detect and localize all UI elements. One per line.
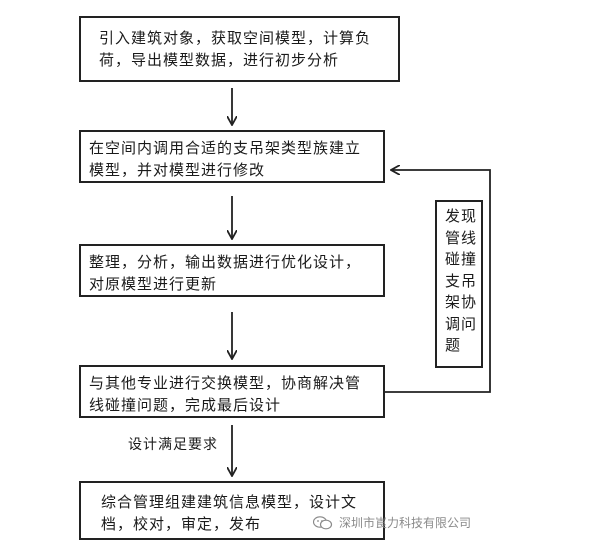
step-2-line-1: 在空间内调用合适的支吊架类型族建立 [89,139,362,157]
condition-label: 设计满足要求 [128,437,218,453]
step-3-line-1: 整理，分析，输出数据进行优化设计， [89,253,362,271]
step-5-line-1: 综合管理组建建筑信息模型，设计文 [101,493,358,511]
step-2-box: 在空间内调用合适的支吊架类型族建立 模型，并对模型进行修改 [79,130,385,183]
feedback-label: 发现管线碰撞支吊架协调问题 [445,207,478,354]
step-1-line-1: 引入建筑对象，获取空间模型，计算负 [99,29,372,47]
step-5-box: 综合管理组建建筑信息模型，设计文 档，校对，审定，发布 [79,481,385,540]
watermark: 深圳市崀力科技有限公司 [313,514,471,531]
step-1-box: 引入建筑对象，获取空间模型，计算负 荷，导出模型数据，进行初步分析 [79,16,400,82]
step-2-line-2: 模型，并对模型进行修改 [89,161,266,179]
step-5-line-2: 档，校对，审定，发布 [101,515,262,533]
wechat-icon [313,515,333,529]
step-4-box: 与其他专业进行交换模型，协商解决管 线碰撞问题，完成最后设计 [79,365,385,418]
feedback-loop-line [385,170,491,393]
step-1-line-2: 荷，导出模型数据，进行初步分析 [99,51,340,69]
feedback-box: 发现管线碰撞支吊架协调问题 [435,200,483,368]
step-4-line-2: 线碰撞问题，完成最后设计 [89,396,282,414]
step-4-line-1: 与其他专业进行交换模型，协商解决管 [89,374,362,392]
step-3-line-2: 对原模型进行更新 [89,275,218,293]
watermark-text: 深圳市崀力科技有限公司 [339,516,472,530]
step-3-box: 整理，分析，输出数据进行优化设计， 对原模型进行更新 [79,244,385,297]
